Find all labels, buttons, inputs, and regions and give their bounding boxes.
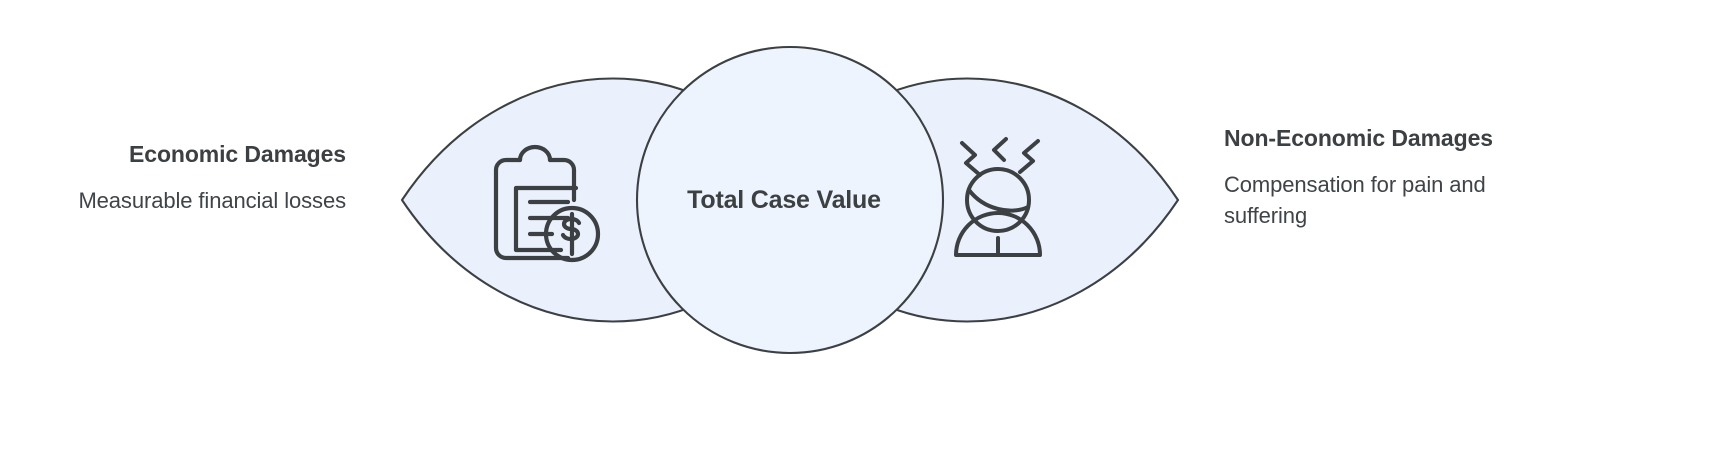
right-label-group: Non-Economic Damages Compensation for pa…: [1224, 124, 1524, 232]
center-overlap-circle: [635, 45, 945, 355]
right-label-title: Non-Economic Damages: [1224, 125, 1493, 151]
left-label-title: Economic Damages: [129, 141, 346, 167]
venn-diagram: [400, 45, 1180, 355]
right-label-description: Compensation for pain and suffering: [1224, 172, 1486, 229]
center-label: Total Case Value: [687, 186, 881, 214]
clipboard-dollar-icon: [493, 144, 601, 263]
person-in-pain-icon: [954, 137, 1042, 257]
left-label-group: Economic Damages Measurable financial lo…: [46, 140, 346, 217]
left-label-description: Measurable financial losses: [78, 188, 346, 214]
